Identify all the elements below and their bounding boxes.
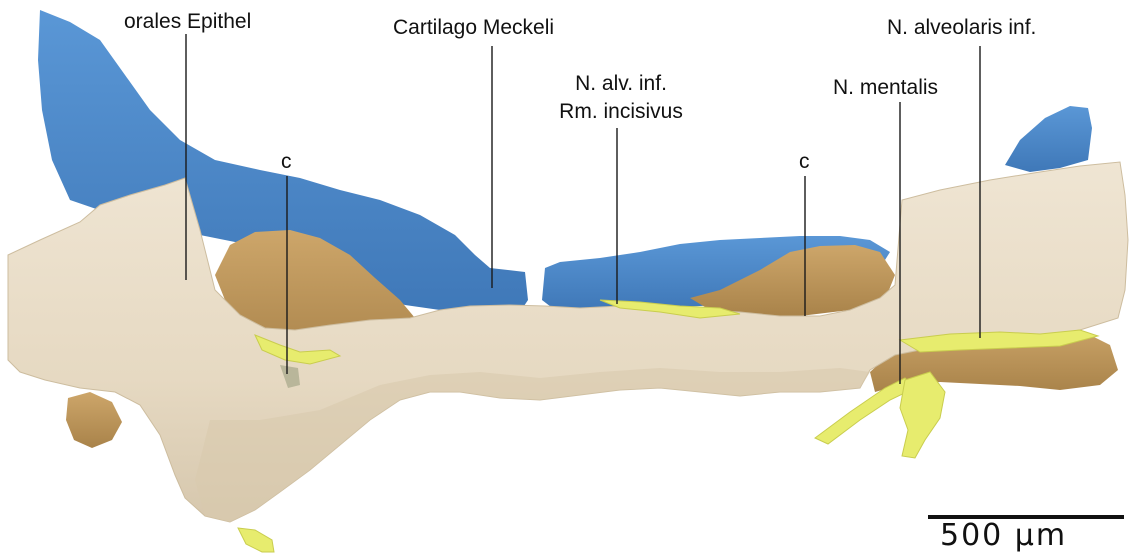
nerve-mentalis-branch-b — [900, 372, 945, 458]
scale-bar-label: 500 µm — [940, 518, 1067, 553]
label-orales-epithel: orales Epithel — [124, 10, 251, 34]
label-c-right: c — [799, 150, 810, 174]
label-n-alv-inf-line1: N. alv. inf. — [535, 72, 707, 96]
label-n-alv-inf-line2: Rm. incisivus — [535, 100, 707, 124]
cartilage-right — [1005, 106, 1092, 172]
label-c-left: c — [281, 150, 292, 174]
label-n-alv-inf: N. alv. inf. Rm. incisivus — [535, 72, 707, 124]
label-n-alveolaris-inf: N. alveolaris inf. — [887, 16, 1036, 40]
label-cartilago-meckeli: Cartilago Meckeli — [393, 16, 554, 40]
label-n-mentalis: N. mentalis — [833, 76, 938, 100]
nerve-left-tail — [238, 528, 274, 552]
bone-left-fragment — [66, 392, 122, 448]
